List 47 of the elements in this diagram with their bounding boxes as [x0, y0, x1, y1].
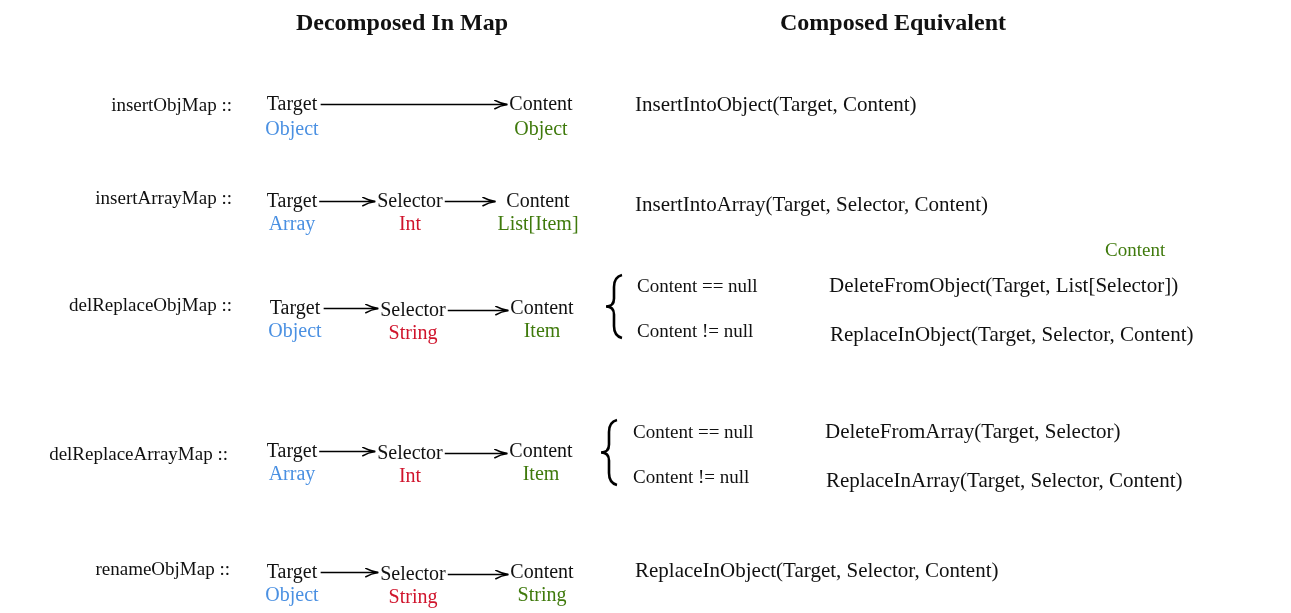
map-name: renameObjMap :: [95, 557, 230, 581]
function-call: DeleteFromArray(Target, Selector) [825, 419, 1121, 443]
function-call: ReplaceInObject(Target, Selector, Content) [830, 322, 1194, 346]
field-name: Content [509, 92, 573, 115]
field-name: Target [266, 189, 318, 212]
type-name: Array [267, 462, 317, 485]
field-name: Target [268, 296, 322, 319]
map-name: delReplaceArrayMap :: [49, 442, 228, 466]
type-name: Item [522, 319, 562, 342]
map-name: insertArrayMap :: [95, 186, 232, 210]
type-name: Item [521, 462, 561, 485]
field-name: Selector [380, 562, 446, 585]
field-name: Selector [380, 298, 446, 321]
condition-text: Content != null [637, 319, 754, 343]
field-name: Target [266, 439, 318, 462]
type-name: Content [1105, 238, 1166, 262]
type-name: Object [265, 583, 319, 606]
map-name: delReplaceObjMap :: [68, 293, 232, 317]
field-name: Content [510, 560, 574, 583]
field-name: Target [265, 92, 319, 115]
condition-text: Content != null [633, 465, 750, 489]
field-name: Content [505, 189, 571, 212]
type-name: Object [268, 319, 322, 342]
type-name: String [387, 321, 439, 344]
condition-text: Content == null [633, 420, 754, 444]
function-call: ReplaceInArray(Target, Selector, Content) [826, 468, 1183, 492]
function-call: DeleteFromObject(Target, List[Selector]) [829, 273, 1179, 297]
condition-text: Content == null [637, 274, 758, 298]
function-call: InsertIntoObject(Target, Content) [635, 92, 917, 116]
type-name: Int [397, 464, 423, 487]
function-call: InsertIntoArray(Target, Selector, Content) [635, 192, 988, 216]
type-name: Int [397, 212, 423, 235]
type-name: String [387, 585, 439, 608]
type-name: Object [513, 117, 569, 140]
type-name: Array [267, 212, 317, 235]
column-heading: Composed Equivalent [779, 10, 1006, 34]
function-call: ReplaceInObject(Target, Selector, Content) [635, 558, 999, 582]
map-name: insertObjMap :: [111, 93, 232, 117]
field-name: Target [265, 560, 319, 583]
type-name: List[Item] [497, 212, 579, 235]
type-name: String [516, 583, 568, 606]
field-name: Selector [377, 441, 443, 464]
field-name: Selector [377, 189, 443, 212]
field-name: Content [510, 296, 574, 319]
type-name: Object [265, 117, 319, 140]
column-heading: Decomposed In Map [296, 10, 508, 34]
field-name: Content [509, 439, 573, 462]
